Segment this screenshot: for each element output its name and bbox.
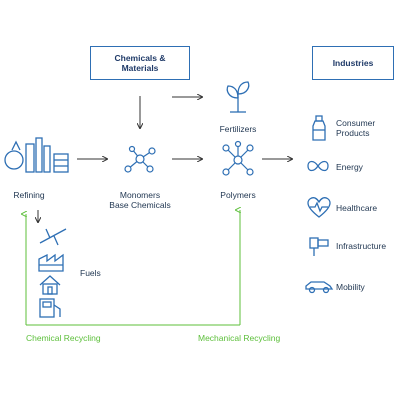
pipe-icon [309, 237, 329, 256]
monomers-line2: Base Chemicals [109, 200, 171, 210]
industries-box: Industries [312, 46, 394, 80]
flow-arrows [38, 96, 292, 222]
monomers-label: Monomers Base Chemicals [95, 190, 185, 210]
mechanical-recycling-label: Mechanical Recycling [198, 333, 281, 343]
infinity-icon [307, 160, 329, 172]
chemicals-materials-box: Chemicals & Materials [90, 46, 190, 80]
industry-healthcare-label: Healthcare [336, 203, 378, 213]
bottle-icon [312, 115, 326, 141]
consumer-line2: Products [336, 128, 370, 138]
factory-icon [38, 253, 64, 272]
chemical-recycling-label: Chemical Recycling [26, 333, 101, 343]
airplane-icon [39, 228, 67, 246]
refinery-icon [4, 137, 69, 173]
gas-station-icon [39, 298, 61, 318]
polymers-label: Polymers [220, 190, 256, 200]
industry-mobility-label: Mobility [336, 282, 365, 292]
monomers-line1: Monomers [119, 190, 161, 200]
refining-label: Refining [13, 190, 45, 200]
car-icon [305, 281, 334, 294]
polymer-molecule-icon [222, 140, 254, 176]
fertilizers-label: Fertilizers [219, 124, 257, 134]
industry-energy-label: Energy [336, 162, 363, 172]
industry-consumer-label: Consumer Products [336, 118, 398, 138]
plant-icon [226, 81, 250, 113]
consumer-line1: Consumer [336, 118, 376, 128]
house-icon [39, 275, 61, 295]
industry-infrastructure-label: Infrastructure [336, 241, 387, 251]
fuels-label: Fuels [80, 268, 101, 278]
heart-pulse-icon [307, 197, 331, 218]
monomer-molecule-icon [124, 145, 156, 173]
recycling-loop [26, 210, 240, 326]
